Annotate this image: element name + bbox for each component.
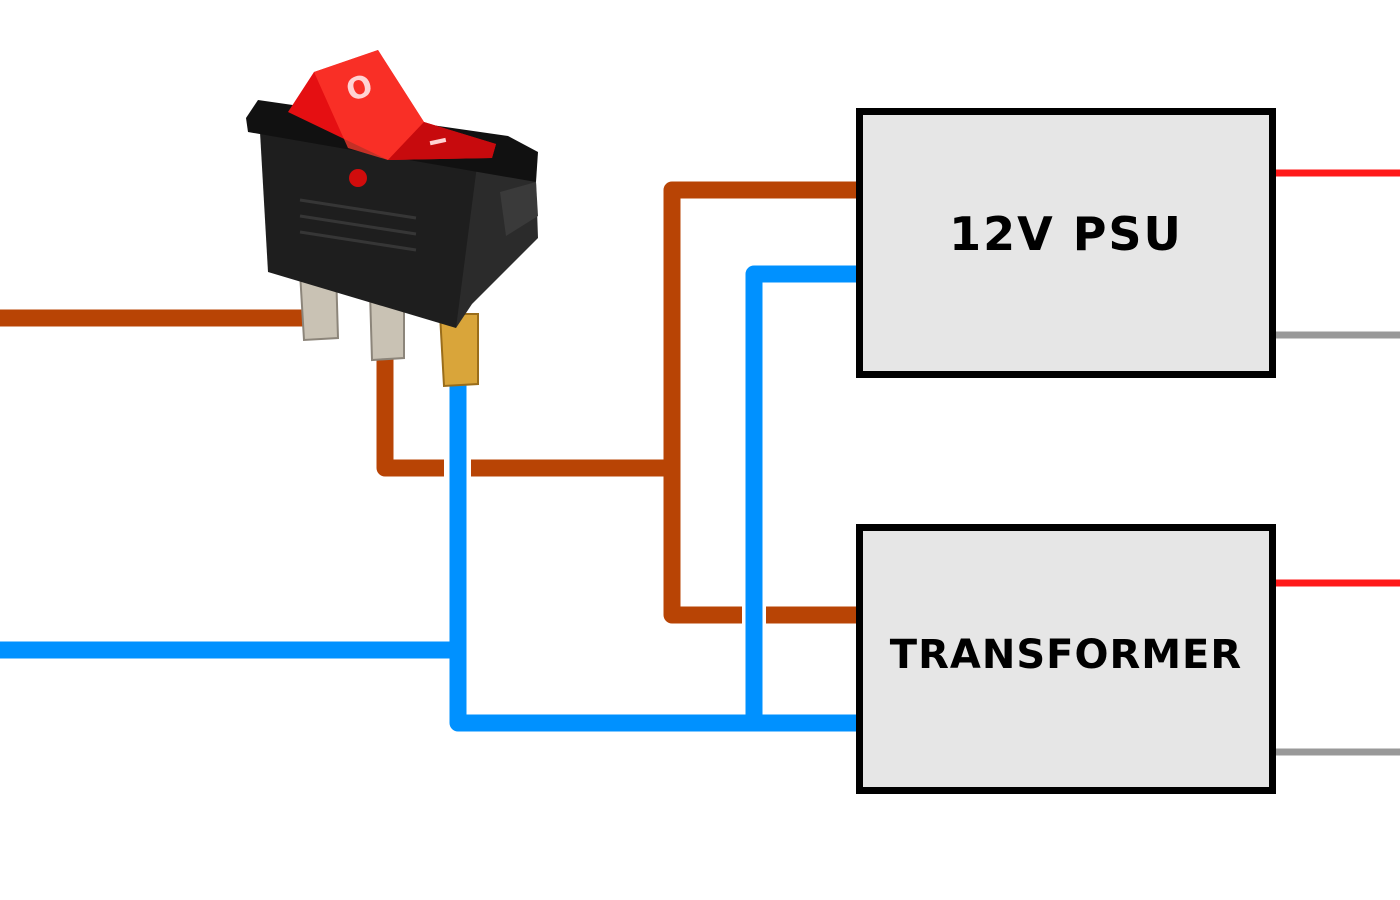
rocker-switch: O I — [246, 50, 538, 388]
live-to-psu-wire — [663, 181, 856, 624]
neutral-to-psu-wire — [745, 265, 856, 723]
neutral-bus-wire — [449, 343, 865, 732]
switch-terminal-3 — [438, 313, 479, 388]
psu-box: 12V PSU — [856, 108, 1276, 378]
switch-indicator-dot — [349, 169, 367, 187]
switched-live-wire-a — [376, 330, 444, 477]
switch-body — [260, 132, 478, 328]
transformer-label: TRANSFORMER — [889, 632, 1243, 678]
psu-label: 12V PSU — [949, 207, 1183, 261]
transformer-box: TRANSFORMER — [856, 524, 1276, 794]
